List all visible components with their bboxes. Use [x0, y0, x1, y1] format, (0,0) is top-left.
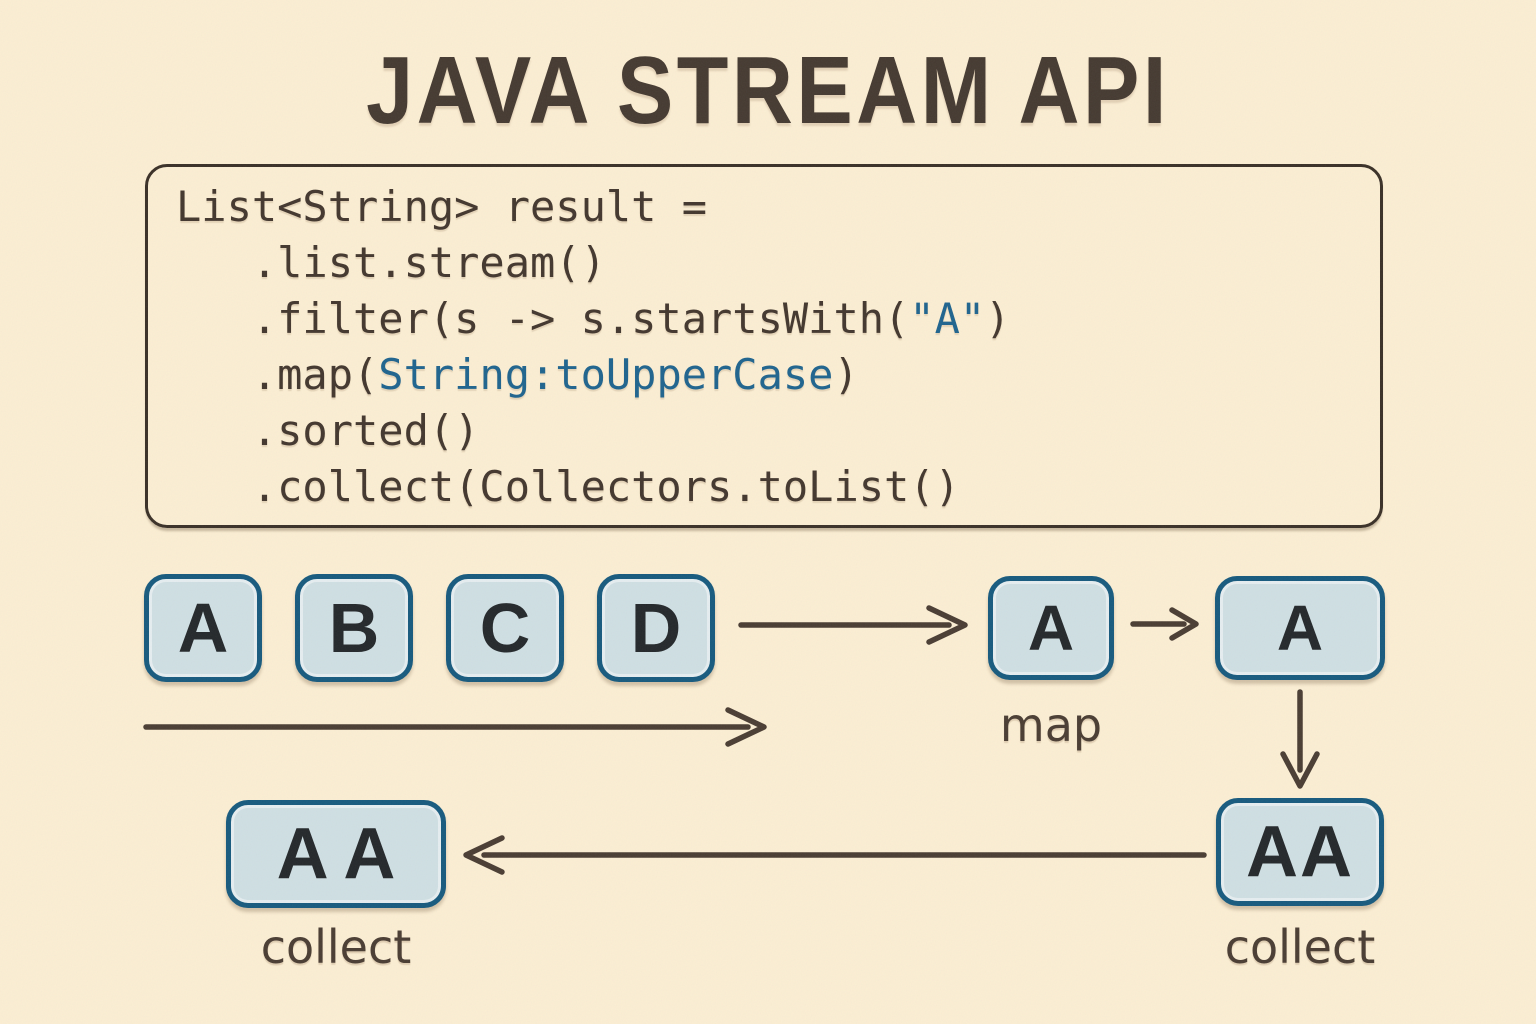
- map-output-letter: A: [1276, 592, 1324, 664]
- code-line: .filter(s -> s.startsWith("A"): [176, 294, 1011, 343]
- stream-item-box: A: [144, 574, 262, 682]
- code-line: .collect(Collectors.toList(): [176, 462, 960, 511]
- result-box: A A: [226, 800, 446, 908]
- map-label: map: [999, 698, 1103, 752]
- map-to-collect-arrow-icon: [1280, 689, 1320, 789]
- result-box-letters: A A: [276, 814, 396, 894]
- collect-label-left: collect: [260, 920, 412, 974]
- map-input-letter: A: [1027, 592, 1075, 664]
- map-input-box: A: [988, 576, 1114, 680]
- code-block: List<String> result = .list.stream() .fi…: [176, 179, 1352, 515]
- page-title: JAVA STREAM API: [366, 37, 1170, 144]
- stream-to-map-arrow-icon: [738, 605, 968, 645]
- code-line: .list.stream(): [176, 238, 606, 287]
- map-arrow-icon: [1130, 607, 1199, 641]
- collect-label-right: collect: [1224, 920, 1376, 974]
- collect-box-letters: AA: [1246, 812, 1354, 892]
- stream-progress-arrow-icon: [143, 707, 767, 747]
- stream-item-box: B: [295, 574, 413, 682]
- code-box: List<String> result = .list.stream() .fi…: [145, 164, 1383, 528]
- code-line: .map(String:toUpperCase): [176, 350, 859, 399]
- stream-item-box: D: [597, 574, 715, 682]
- collect-to-result-arrow-icon: [463, 835, 1207, 875]
- stream-item-box: C: [446, 574, 564, 682]
- map-output-box: A: [1215, 576, 1385, 680]
- collect-box: AA: [1216, 798, 1384, 906]
- code-line: List<String> result =: [176, 182, 708, 231]
- code-line: .sorted(): [176, 406, 480, 455]
